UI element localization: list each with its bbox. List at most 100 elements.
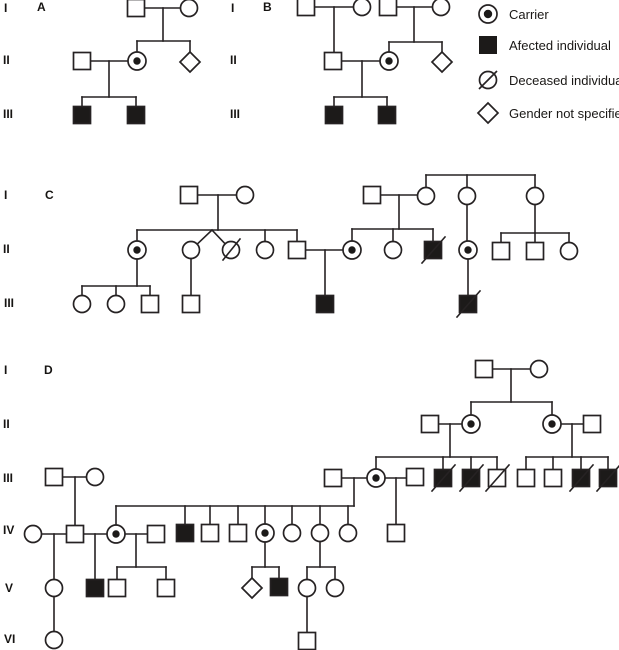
person-female [255, 240, 275, 260]
person-female [23, 524, 43, 544]
person-female [44, 630, 64, 650]
legend-item-carrier: Carrier [468, 2, 549, 26]
person-female [431, 0, 451, 17]
person-affected-deceased [420, 235, 447, 265]
person-male [107, 578, 127, 598]
person-female [559, 241, 579, 261]
person-female [525, 186, 545, 206]
person-affected [72, 105, 92, 125]
person-diamond [178, 50, 202, 74]
legend-item-gender-not-specified: Gender not specified [468, 101, 619, 125]
person-affected [269, 577, 289, 597]
person-affected-deceased [595, 464, 619, 493]
person-female [179, 0, 199, 18]
pedigree-letter: B [263, 0, 272, 14]
generation-label: III [3, 107, 13, 121]
person-male [287, 240, 307, 260]
person-female [181, 240, 201, 260]
person-male [543, 468, 563, 488]
person-male [44, 467, 64, 487]
person-male [323, 468, 343, 488]
legend-label: Gender not specified [509, 105, 619, 121]
legend-label: Afected individual [509, 37, 611, 53]
generation-label: VI [4, 632, 15, 646]
person-carrier [127, 240, 147, 260]
legend-label: Deceased individual [509, 72, 619, 88]
affected-individual-icon [479, 36, 497, 54]
person-carrier [255, 523, 275, 543]
person-female [282, 523, 302, 543]
person-diamond [430, 50, 454, 74]
person-male [140, 294, 160, 314]
person-male [126, 0, 146, 18]
generation-label: I [231, 1, 234, 15]
person-male [72, 51, 92, 71]
person-affected-deceased [455, 289, 482, 319]
person-female [235, 185, 255, 205]
pedigree-letter: A [37, 0, 46, 14]
person-male [474, 359, 494, 379]
person-female [457, 186, 477, 206]
legend-label: Carrier [509, 6, 549, 22]
person-male [200, 523, 220, 543]
person-female [325, 578, 345, 598]
person-female [310, 523, 330, 543]
person-affected [315, 294, 335, 314]
person-female [352, 0, 372, 17]
person-male [156, 578, 176, 598]
person-carrier [461, 414, 481, 434]
generation-label: II [230, 53, 237, 67]
person-female [297, 578, 317, 598]
generation-label: III [3, 471, 13, 485]
person-female [383, 240, 403, 260]
person-affected [324, 105, 344, 125]
person-male [65, 524, 85, 544]
person-affected [377, 105, 397, 125]
generation-label: II [3, 242, 10, 256]
person-male [525, 241, 545, 261]
person-male [146, 524, 166, 544]
person-male [378, 0, 398, 17]
person-male-deceased [484, 463, 511, 493]
person-female [106, 294, 126, 314]
generation-label: V [5, 581, 13, 595]
person-female [44, 578, 64, 598]
person-male [386, 523, 406, 543]
generation-label: III [230, 107, 240, 121]
legend-item-affected: Afected individual [468, 33, 611, 57]
person-female [72, 294, 92, 314]
person-carrier [542, 414, 562, 434]
person-affected [175, 523, 195, 543]
generation-label: I [4, 188, 7, 202]
person-affected-deceased [458, 463, 485, 493]
person-male [323, 51, 343, 71]
person-affected [85, 578, 105, 598]
person-carrier [342, 240, 362, 260]
person-female [529, 359, 549, 379]
person-affected [126, 105, 146, 125]
person-carrier [106, 524, 126, 544]
person-male [420, 414, 440, 434]
legend-item-deceased: Deceased individual [468, 68, 619, 92]
person-carrier [458, 240, 478, 260]
person-male [179, 185, 199, 205]
gender-not-specified-icon [476, 101, 500, 125]
person-male [228, 523, 248, 543]
deceased-individual-icon [478, 70, 498, 90]
person-male [516, 468, 536, 488]
person-affected-deceased [568, 463, 595, 493]
person-female-deceased [221, 237, 242, 262]
person-affected-deceased [430, 463, 457, 493]
pedigree-letter: D [44, 363, 53, 377]
carrier-icon [478, 4, 498, 24]
person-carrier [366, 468, 386, 488]
generation-label: I [4, 363, 7, 377]
generation-label: I [4, 1, 7, 15]
generation-label: III [4, 296, 14, 310]
person-male [491, 241, 511, 261]
person-carrier [379, 51, 399, 71]
